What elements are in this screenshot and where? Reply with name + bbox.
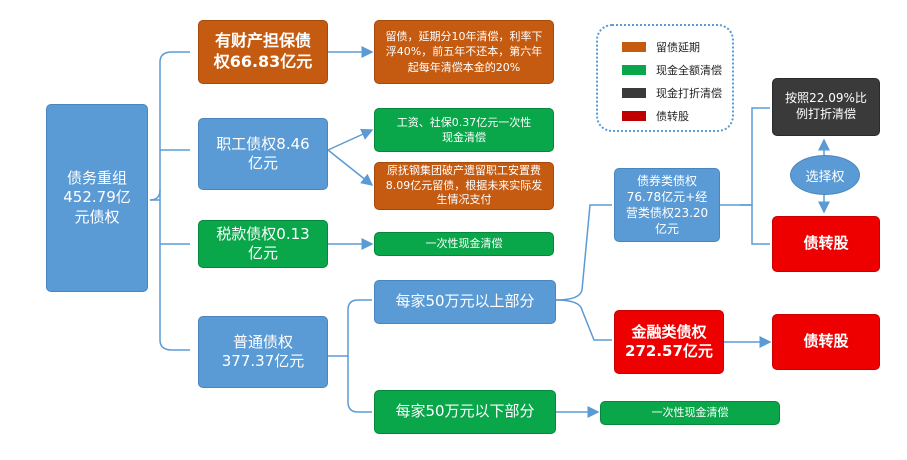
employee-cash-label: 工资、社保0.37亿元一次性现金清偿 (396, 115, 532, 144)
legend-swatch-retain (622, 42, 646, 52)
employee-retain-node: 原抚钢集团破产遗留职工安置费8.09亿元留债，根据未来实际发生情况支付 (374, 162, 554, 210)
debt-to-equity-node-1: 债转股 (772, 216, 880, 272)
legend-swatch-discount-cash (622, 88, 646, 98)
choice-option-node: 选择权 (790, 155, 860, 195)
root-label: 债务重组452.79亿元债权 (63, 168, 131, 226)
tax-claims-node: 税款债权0.13亿元 (198, 220, 328, 268)
tax-claims-label: 税款债权0.13亿元 (216, 224, 310, 263)
legend-swatch-equity (622, 111, 646, 121)
legend-label-discount-cash: 现金打折清偿 (656, 87, 722, 100)
legend-item-equity: 债转股 (622, 109, 689, 123)
legend-label-retain: 留债延期 (656, 41, 700, 54)
small-cash-label: 一次性现金清偿 (651, 405, 729, 419)
general-claims-node: 普通债权377.37亿元 (198, 316, 328, 388)
legend-swatch-full-cash (622, 65, 646, 75)
property-secured-node: 有财产担保债权66.83亿元 (198, 20, 328, 84)
property-plan-label: 留债，延期分10年清偿，利率下浮40%，前五年不还本，第六年起每年清偿本金的20… (385, 29, 543, 74)
property-plan-node: 留债，延期分10年清偿，利率下浮40%，前五年不还本，第六年起每年清偿本金的20… (374, 20, 554, 84)
legend-item-discount-cash: 现金打折清偿 (622, 86, 722, 100)
above-50w-label: 每家50万元以上部分 (395, 292, 535, 311)
root-brace (149, 51, 190, 201)
tax-cash-node: 一次性现金清偿 (374, 232, 554, 256)
debt-to-equity-label-1: 债转股 (803, 234, 849, 253)
general-claims-label: 普通债权377.37亿元 (221, 332, 305, 371)
employee-claims-node: 职工债权8.46亿元 (198, 118, 328, 190)
discount-payment-node: 按照22.09%比例打折清偿 (772, 78, 880, 136)
above-50w-node: 每家50万元以上部分 (374, 280, 556, 324)
small-cash-node: 一次性现金清偿 (600, 401, 780, 425)
below-50w-label: 每家50万元以下部分 (395, 402, 535, 421)
debt-to-equity-node-2: 债转股 (772, 314, 880, 370)
debt-to-equity-label-2: 债转股 (803, 332, 849, 351)
legend-label-equity: 债转股 (656, 110, 689, 123)
arrow-employee-retain (327, 149, 374, 186)
root-node: 债务重组452.79亿元债权 (46, 104, 148, 292)
legend: 留债延期 现金全额清偿 现金打折清偿 债转股 (596, 24, 734, 132)
above-brace (555, 204, 612, 301)
legend-item-retain: 留债延期 (622, 40, 700, 54)
financial-claims-label: 金融类债权272.57亿元 (625, 322, 713, 361)
below-50w-node: 每家50万元以下部分 (374, 390, 556, 434)
legend-label-full-cash: 现金全额清偿 (656, 64, 722, 77)
employee-cash-node: 工资、社保0.37亿元一次性现金清偿 (374, 108, 554, 152)
legend-item-full-cash: 现金全额清偿 (622, 63, 722, 77)
property-secured-label: 有财产担保债权66.83亿元 (213, 31, 313, 71)
financial-claims-node: 金融类债权272.57亿元 (614, 310, 724, 374)
employee-claims-label: 职工债权8.46亿元 (216, 134, 310, 173)
bond-operating-node: 债券类债权76.78亿元+经营类债权23.20亿元 (614, 168, 720, 242)
choice-option-label: 选择权 (805, 169, 845, 185)
tax-cash-label: 一次性现金清偿 (425, 236, 503, 250)
bond-operating-label: 债券类债权76.78亿元+经营类债权23.20亿元 (625, 173, 709, 237)
discount-payment-label: 按照22.09%比例打折清偿 (785, 91, 867, 121)
employee-retain-label: 原抚钢集团破产遗留职工安置费8.09亿元留债，根据未来实际发生情况支付 (385, 163, 543, 207)
general-brace (328, 299, 372, 357)
arrow-employee-cash (327, 128, 374, 151)
